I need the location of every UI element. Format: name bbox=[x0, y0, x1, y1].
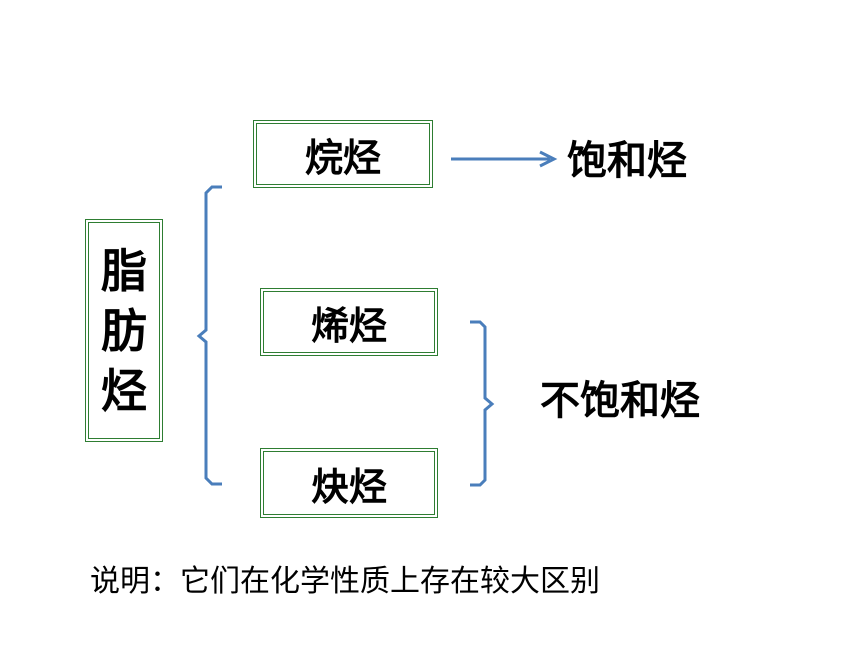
alkene-box: 烯烃 bbox=[260, 288, 438, 356]
right-bracket bbox=[470, 320, 495, 487]
fatty-hydrocarbon-box: 脂 肪 烃 bbox=[85, 219, 163, 442]
arrow-head-icon bbox=[539, 150, 558, 168]
alkyne-box: 炔烃 bbox=[260, 448, 438, 518]
root-char-2: 肪 bbox=[101, 303, 147, 358]
alkane-box: 烷烃 bbox=[253, 120, 433, 188]
alkyne-label: 炔烃 bbox=[310, 464, 387, 509]
root-char-1: 脂 bbox=[101, 243, 147, 298]
alkane-label: 烷烃 bbox=[304, 135, 381, 180]
left-bracket bbox=[196, 185, 222, 486]
saturated-label: 饱和烃 bbox=[567, 138, 687, 184]
root-char-3: 烃 bbox=[101, 363, 147, 418]
explanation-note: 说明：它们在化学性质上存在较大区别 bbox=[90, 564, 600, 599]
unsaturated-label: 不饱和烃 bbox=[540, 378, 700, 424]
alkene-label: 烯烃 bbox=[310, 303, 387, 348]
